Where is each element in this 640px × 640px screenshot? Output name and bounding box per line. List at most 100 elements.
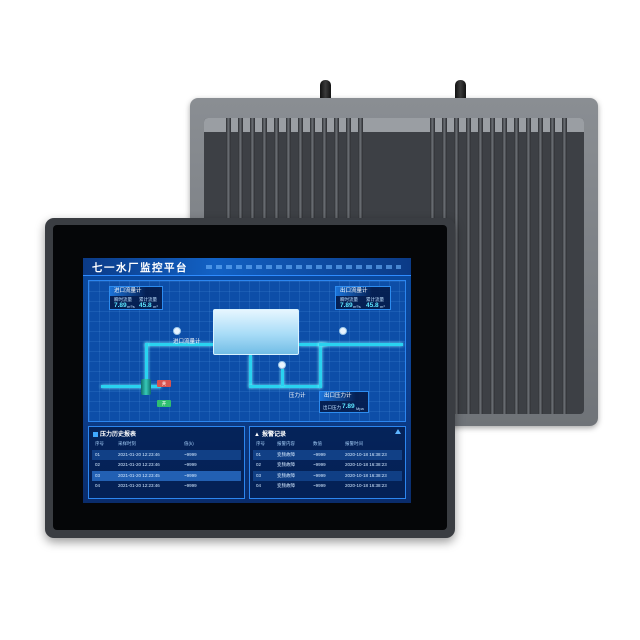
outlet-meter-title: 出口流量计 [336, 287, 372, 296]
table-row[interactable]: 04 变频故障 ~9999 2020-10-18 16:38:23 [253, 481, 402, 492]
inlet-instant-value: 7.89 [114, 302, 127, 309]
alarm-time: 2020-10-18 16:38:23 [345, 451, 387, 457]
heatsink-fin [502, 118, 507, 414]
sample-time: 2021-01-20 12:23:45 [118, 472, 160, 478]
row-index: 03 [256, 472, 262, 478]
sample-value: ~9999 [184, 483, 197, 488]
alarm-time: 2020-10-18 16:38:23 [345, 483, 387, 488]
table-row[interactable]: 03 2021-01-20 12:23:45 ~9999 [92, 470, 241, 481]
inlet-meter-title: 进口流量计 [110, 287, 146, 296]
sample-value: ~9999 [184, 451, 197, 457]
alarm-content: 变频故障 [277, 483, 295, 488]
column-header: 报警时间 [345, 441, 363, 446]
valve-open-button[interactable]: 开 [157, 400, 171, 407]
row-index: 03 [95, 472, 101, 478]
sample-time: 2021-01-20 12:23:46 [118, 483, 160, 488]
alarm-content: 变频故障 [277, 462, 295, 467]
column-header: 序号 [95, 441, 104, 446]
table-row[interactable]: 01 2021-01-20 12:23:46 ~9999 [92, 449, 241, 460]
pressure-meter-title: 出口压力计 [320, 392, 356, 401]
bottom-pipe [101, 385, 161, 388]
outlet-total-label: 累计流量 [366, 297, 384, 302]
warning-icon: ▲ [254, 432, 260, 438]
inlet-instant-label: 瞬时流量 [114, 297, 132, 302]
sample-time: 2021-01-20 12:23:46 [118, 462, 160, 467]
alarm-records-panel: ▲报警记录 序号 报警内容 数值 报警时间 01 变频故障 ~9999 2020… [249, 426, 406, 499]
column-header: 值(k) [184, 441, 194, 446]
pressure-label: 出口压力 [323, 405, 341, 410]
table-row[interactable]: 02 2021-01-20 12:23:46 ~9999 [92, 460, 241, 471]
alarm-records-title-text: 报警记录 [261, 432, 286, 438]
row-index: 02 [256, 462, 262, 467]
pressure-history-title-text: 压力历史报表 [100, 432, 137, 438]
inlet-meter-icon [173, 327, 181, 335]
alarm-records-table: 序号 报警内容 数值 报警时间 01 变频故障 ~9999 2020-10-18… [253, 439, 402, 492]
pump-valve-icon [141, 379, 151, 395]
report-icon [93, 431, 98, 437]
outlet-meter-panel: 出口流量计 瞬时流量 累计流量 7.89 m³/s 45.8 m³ [335, 286, 391, 310]
table-row[interactable]: 04 2021-01-20 12:23:46 ~9999 [92, 481, 241, 492]
sample-value: ~9999 [184, 472, 197, 478]
heatsink-fin [550, 118, 555, 414]
outlet-total-value: 45.8 [366, 302, 379, 309]
pressure-gauge-icon [278, 361, 286, 369]
column-header: 报警内容 [277, 441, 295, 446]
expand-icon[interactable] [395, 429, 401, 434]
pressure-branch [281, 369, 284, 386]
alarm-time: 2020-10-18 16:38:23 [345, 472, 387, 478]
outlet-instant-value: 7.89 [340, 302, 353, 309]
alarm-records-title: ▲报警记录 [254, 429, 286, 438]
water-tank [213, 309, 299, 355]
column-header: 序号 [256, 441, 265, 446]
pressure-meter-panel: 出口压力计 出口压力 7.89 Mpa [319, 391, 369, 413]
inlet-instant-unit: m³/s [127, 304, 135, 309]
alarm-value: ~9999 [313, 462, 326, 467]
title-bar: 七一水厂监控平台 [83, 258, 411, 276]
riser-pipe [319, 343, 322, 388]
table-row[interactable]: 02 变频故障 ~9999 2020-10-18 16:38:23 [253, 460, 402, 471]
outlet-total-unit: m³ [380, 304, 385, 309]
heatsink-fin [454, 118, 459, 414]
row-index: 01 [256, 451, 262, 457]
inlet-total-unit: m³ [153, 304, 158, 309]
alarm-content: 变频故障 [277, 472, 295, 478]
tank-drain-vertical [249, 355, 252, 387]
pressure-history-title: 压力历史报表 [93, 429, 136, 438]
heatsink-fin [466, 118, 471, 414]
heatsink-fin [562, 118, 567, 414]
title-decoration [206, 265, 401, 269]
drain-pipe-horizontal [249, 385, 321, 388]
table-row[interactable]: 01 变频故障 ~9999 2020-10-18 16:38:23 [253, 449, 402, 460]
heatsink-fin [478, 118, 483, 414]
heatsink-fin [526, 118, 531, 414]
outlet-pipe [319, 343, 403, 346]
hmi-screen: 七一水厂监控平台 进口流量计 瞬时流量 累计流量 7.89 m³/s 45.8 … [83, 258, 411, 503]
inlet-total-value: 45.8 [139, 302, 152, 309]
inlet-total-label: 累计流量 [139, 297, 157, 302]
table-header: 序号 报警内容 数值 报警时间 [253, 439, 402, 450]
inlet-pipe-horizontal [145, 343, 213, 346]
alarm-time: 2020-10-18 16:38:23 [345, 462, 387, 467]
table-header: 序号 采样时刻 值(k) [92, 439, 241, 450]
pressure-gauge-tag: 压力计 [289, 393, 306, 399]
alarm-value: ~9999 [313, 472, 326, 478]
row-index: 01 [95, 451, 101, 457]
alarm-content: 变频故障 [277, 451, 295, 457]
process-diagram: 进口流量计 瞬时流量 累计流量 7.89 m³/s 45.8 m³ 出口流量计 … [88, 280, 406, 422]
column-header: 数值 [313, 441, 322, 446]
alarm-value: ~9999 [313, 451, 326, 457]
inlet-meter-panel: 进口流量计 瞬时流量 累计流量 7.89 m³/s 45.8 m³ [109, 286, 163, 310]
heatsink-fin [538, 118, 543, 414]
pressure-value: 7.89 [342, 403, 355, 410]
outlet-instant-unit: m³/s [353, 304, 361, 309]
inlet-pipe-vertical [145, 343, 148, 387]
inlet-flow-tag: 进口流量计 [173, 339, 201, 345]
table-row[interactable]: 03 变频故障 ~9999 2020-10-18 16:38:23 [253, 470, 402, 481]
pressure-history-table: 序号 采样时刻 值(k) 01 2021-01-20 12:23:46 ~999… [92, 439, 241, 492]
alarm-value: ~9999 [313, 483, 326, 488]
row-index: 02 [95, 462, 101, 467]
column-header: 采样时刻 [118, 441, 136, 446]
row-index: 04 [256, 483, 262, 488]
sample-time: 2021-01-20 12:23:46 [118, 451, 160, 457]
valve-close-button[interactable]: 关 [157, 380, 171, 387]
